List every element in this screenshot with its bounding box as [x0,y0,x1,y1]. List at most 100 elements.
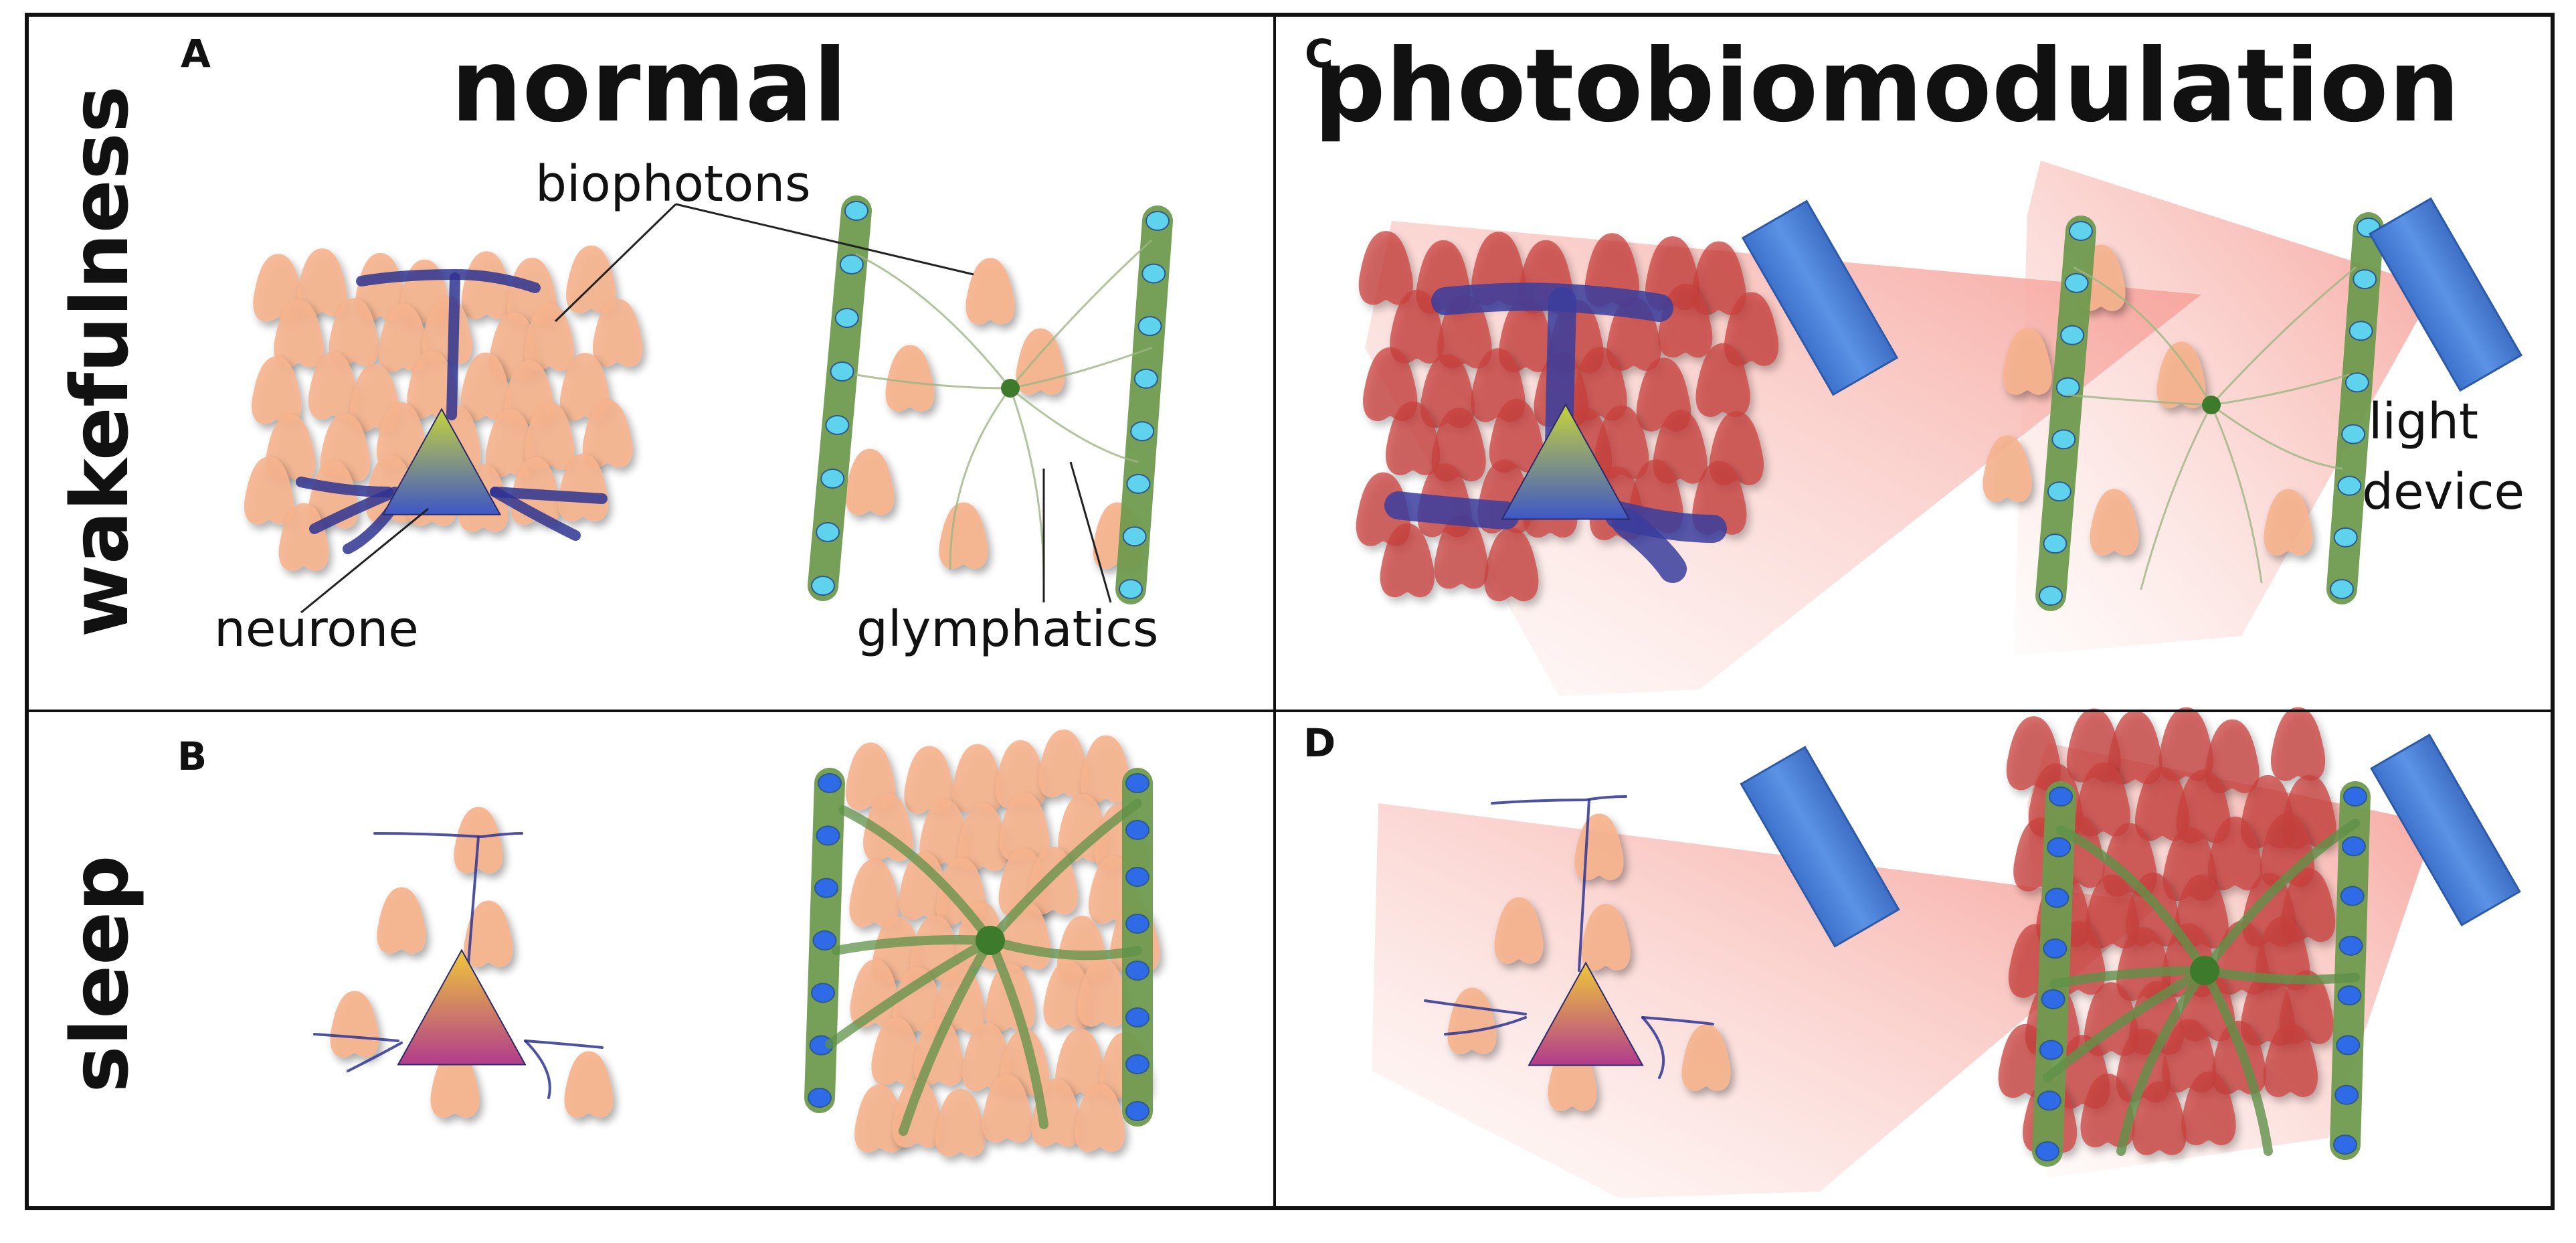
vessel-cell [2344,372,2369,393]
neuron-soma [381,408,502,515]
vessel-cell [820,469,845,489]
glymphatic-fiber [825,936,995,1049]
vessel-cell [1133,368,1158,389]
vessel-cell [1122,526,1147,547]
glymphatic-fiber [2066,394,2213,406]
glymphatics-d [2043,819,2360,1156]
vessel-cell [2047,837,2072,857]
vessel-cell [1125,1101,1149,1121]
glymphatic-node [976,926,1005,955]
glymphatics-b [825,799,1142,1136]
glymphatic-fiber [2200,966,2360,985]
dendrite [1444,1016,1527,1035]
glymphatics-a [855,240,1152,584]
glymphatic-fiber [2073,266,2213,406]
vessel-cell [2037,1090,2061,1111]
vessel-cell [2043,533,2067,554]
vessel-b-left [804,768,845,1113]
vessel-cell [1125,867,1149,887]
vessel-cell [2039,1040,2063,1060]
vessel-cell [1137,316,1162,337]
vessel-cell [2338,935,2363,956]
glymphatic-fiber [855,374,1012,390]
glymphatic-fiber [949,387,1012,570]
glymphatic-node [2202,396,2221,414]
dendrite [1578,799,1590,972]
figure-frame [25,13,2555,1210]
glymphatic-fiber [2210,404,2343,470]
vessel-cell [1145,211,1170,231]
glymphatic-node [1001,379,1020,398]
glymphatic-fiber [2140,404,2213,590]
vessel-cell [830,361,854,382]
vessel-cell [1125,820,1149,840]
vessel-cell [2353,269,2377,290]
vessel-cell [2049,786,2073,807]
vessel-cell [811,983,835,1003]
glymphatic-fiber [1009,387,1139,463]
glymphatic-fiber [2049,966,2209,989]
vessel-cell [814,878,838,898]
panel-letter-d: D [1303,720,1336,766]
dendrite [490,487,608,504]
vessel-a-right [1115,205,1173,604]
row-label-wakefulness: wakefulness [54,86,146,637]
vessel-cell [2341,836,2366,857]
glymphatics-leader-right [1069,461,1112,603]
dendrite [373,832,523,839]
glymphatic-fiber [2043,966,2209,1082]
dendrite [1491,795,1627,805]
dendrite [524,1040,551,1099]
neuron-a [296,268,608,554]
vessel-cell [2330,579,2354,599]
vessel-cell [1130,421,1155,442]
neurone-leader [300,507,429,614]
glymphatic-fiber [2056,825,2209,975]
vessel-cell [816,522,840,542]
column-title-photobiomodulation: photobiomodulation [1314,28,2460,145]
light-device-c-right [2368,197,2523,392]
vessel-cell [1125,773,1149,793]
vessel-cell [2045,888,2069,908]
vessel-a-left [808,195,872,601]
vessel-cell [825,415,850,435]
glymphatic-fiber [1009,240,1152,390]
vessel-cell [816,825,840,846]
vessel-cell [818,773,842,793]
panel-letter-c: C [1305,31,1333,76]
vessel-cell [2069,221,2093,241]
vessel-cell [1119,579,1143,599]
dendrite [313,1033,399,1042]
row-label-sleep: sleep [54,855,146,1092]
label-glymphatics: glymphatics [856,600,1158,658]
vessel-cell [2039,586,2063,606]
vessel-cell [834,308,859,328]
vessel-c-left [2035,216,2096,611]
biophotons-leader-left [554,203,677,323]
vessel-cell [2064,272,2089,293]
glymphatic-node [2190,956,2219,985]
neuron-c [1384,282,1727,583]
dendrite [446,272,460,420]
dendrite [309,487,400,534]
glymphatic-fiber [899,936,995,1136]
vessel-cell [2035,1141,2059,1161]
label-biophotons: biophotons [535,155,811,213]
vessel-d-left [2032,781,2076,1167]
vessel-cell [2051,429,2076,450]
vessel-cell [2341,424,2366,444]
vessel-cell [2041,989,2065,1009]
neuron-d [1424,795,1714,1079]
vessel-cell [2047,481,2072,502]
vessel-cell [2333,1135,2357,1155]
vessel-cell [2043,938,2067,959]
glymphatic-fiber [1009,347,1152,390]
glymphatic-fibers [825,240,2360,1156]
dendrite [1612,508,1687,583]
glymphatic-fiber [2200,819,2360,975]
vessel-c-right [2326,212,2384,604]
vessel-cell [1126,473,1151,494]
glymphatic-fiber [855,253,1012,390]
neuron-b [313,832,604,1099]
